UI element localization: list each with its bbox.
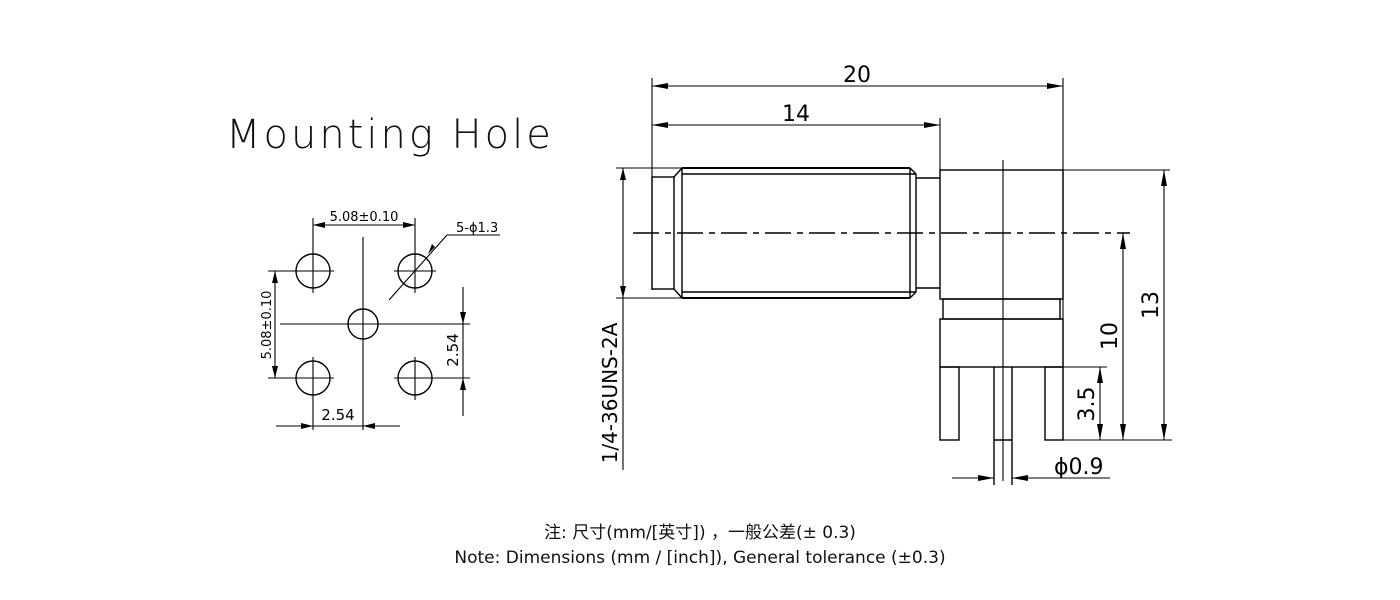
- dim-label: 13: [1139, 291, 1164, 319]
- dim-label: ϕ0.9: [1054, 455, 1104, 480]
- ground-pin-left: [939, 366, 960, 441]
- thread-spec-label: 1/4-36UNS-2A: [598, 322, 622, 463]
- dim-pin-length: 3.5: [1075, 367, 1103, 440]
- dim-label: 5.08±0.10: [260, 291, 275, 360]
- dim-label: 2.54: [444, 333, 462, 366]
- hole-callout-label: 5-ϕ1.3: [456, 221, 498, 236]
- hole-bottom-right: [394, 357, 470, 400]
- dim-overall-height: 13: [1139, 170, 1167, 440]
- ground-pin-right: [1044, 366, 1064, 441]
- connector-side-view: 20 14: [598, 63, 1172, 485]
- dim-label: 10: [1098, 322, 1123, 350]
- dim-thread-length: 14: [652, 102, 940, 128]
- mounting-hole-title: Mounting Hole: [226, 112, 554, 158]
- note-chinese: 注: 尺寸(mm/[英寸]) ，一般公差(± 0.3): [544, 523, 856, 543]
- dim-label: 5.08±0.10: [330, 210, 399, 225]
- dim-overall-length: 20: [652, 63, 1063, 89]
- dim-thread-spec: 1/4-36UNS-2A: [598, 167, 682, 470]
- dim-hole-spacing-horizontal: 5.08±0.10: [313, 210, 415, 228]
- hole-top-right: [394, 218, 436, 293]
- dim-centerline-height: 10: [1098, 233, 1126, 440]
- dim-hole-spacing-vertical: 5.08±0.10: [260, 271, 278, 378]
- dim-label: 2.54: [321, 406, 354, 424]
- drawing-notes: 注: 尺寸(mm/[英寸]) ，一般公差(± 0.3) Note: Dimens…: [0, 521, 1400, 571]
- hole-callout-leader: 5-ϕ1.3: [388, 221, 500, 301]
- dim-label: 3.5: [1075, 387, 1100, 422]
- dim-pin-diameter: ϕ0.9: [952, 455, 1110, 481]
- dim-label: 14: [782, 102, 810, 127]
- connector-body: [939, 160, 1172, 485]
- hole-top-left: [268, 218, 334, 293]
- threaded-barrel: [651, 167, 940, 299]
- hole-center: [280, 237, 470, 430]
- mounting-hole-pattern: 5.08±0.10 5-ϕ1.3 5.08±0.10 2.54 2.54: [260, 210, 500, 430]
- note-english: Note: Dimensions (mm / [inch]), General …: [454, 548, 946, 568]
- hole-bottom-left: [268, 357, 334, 430]
- dim-offset-horizontal: 2.54: [276, 406, 400, 429]
- dim-offset-vertical: 2.54: [444, 287, 466, 416]
- dim-label: 20: [843, 63, 871, 88]
